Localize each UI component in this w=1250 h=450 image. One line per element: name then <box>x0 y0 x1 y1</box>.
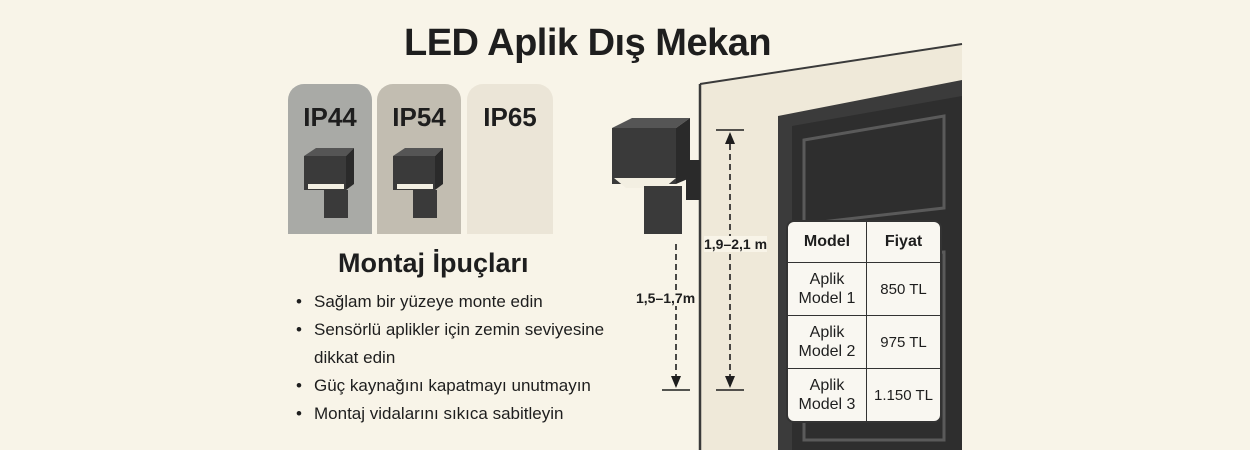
ip-rating-card-ip54: IP54 <box>377 84 461 234</box>
ip-rating-card-ip65: IP65 <box>467 84 553 234</box>
model-cell: Aplik Model 3 <box>788 369 867 421</box>
table-row: Aplik Model 3 1.150 TL <box>788 369 940 421</box>
column-header-price: Fiyat <box>867 222 940 263</box>
price-cell: 975 TL <box>867 316 940 369</box>
mounting-tips-heading: Montaj İpuçları <box>338 248 529 278</box>
tip-item: Sensörlü aplikler için zemin seviyesine … <box>296 316 646 372</box>
dimension-floor-height <box>662 244 690 391</box>
mounting-tips-list: Sağlam bir yüzeye monte edin Sensörlü ap… <box>296 288 646 428</box>
price-cell: 1.150 TL <box>874 386 933 404</box>
price-cell: 850 TL <box>867 263 940 316</box>
floor-height-label: 1,5–1,7m <box>636 290 696 306</box>
table-header-row: Model Fiyat <box>788 222 940 263</box>
ip-rating-label: IP44 <box>303 102 357 132</box>
wall-lamp-icon <box>612 118 700 234</box>
model-cell: Aplik Model 2 <box>788 316 867 369</box>
wall-height-label: 1,9–2,1 m <box>704 236 768 252</box>
price-table: Model Fiyat Aplik Model 1 850 TL Aplik M… <box>786 220 942 423</box>
table-row: Aplik Model 2 975 TL <box>788 316 940 369</box>
table-row: Aplik Model 1 850 TL <box>788 263 940 316</box>
tip-item: Montaj vidalarını sıkıca sabitleyin <box>296 400 646 428</box>
wall-lamp-icon <box>393 148 443 218</box>
model-cell: Aplik Model 1 <box>788 263 867 316</box>
dimension-wall-height <box>716 129 744 391</box>
page-title: LED Aplik Dış Mekan <box>404 22 772 64</box>
column-header-model: Model <box>788 222 867 263</box>
ip-rating-card-ip44: IP44 <box>288 84 372 234</box>
tip-item: Sağlam bir yüzeye monte edin <box>296 288 646 316</box>
tip-item: Güç kaynağını kapatmayı unutmayın <box>296 372 646 400</box>
ip-rating-label: IP65 <box>483 102 537 132</box>
ip-rating-label: IP54 <box>392 102 446 132</box>
wall-lamp-icon <box>304 148 354 218</box>
